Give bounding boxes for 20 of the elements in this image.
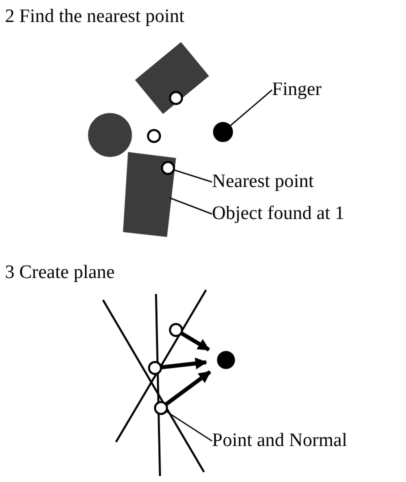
shaded-disc [88, 113, 132, 157]
point-marker [154, 401, 168, 415]
normal-arrow [160, 357, 208, 370]
callout-label: Point and Normal [212, 430, 348, 452]
finger-dot [213, 122, 233, 142]
callout-label: Finger [272, 79, 322, 101]
normal-arrow [180, 331, 210, 352]
point-marker [148, 361, 162, 375]
callout-label: Object found at 1 [212, 203, 344, 225]
leader-line [229, 90, 272, 127]
panel-heading: 2 Find the nearest point [5, 6, 184, 28]
point-marker [169, 323, 183, 337]
leader-line [166, 410, 212, 442]
callout-label: Nearest point [212, 171, 314, 193]
leader-line [174, 169, 212, 183]
normal-arrow [164, 370, 212, 406]
point-marker [147, 129, 161, 143]
finger-dot [217, 351, 235, 369]
leader-line [170, 197, 212, 215]
panel-heading: 3 Create plane [5, 262, 115, 284]
